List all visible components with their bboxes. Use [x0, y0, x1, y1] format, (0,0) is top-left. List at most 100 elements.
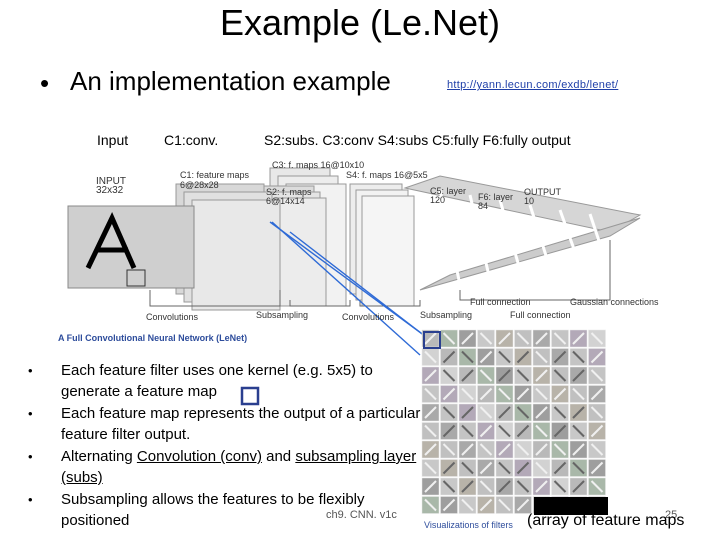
filter-cell-pattern — [442, 424, 456, 438]
filter-cell-pattern — [572, 406, 585, 419]
filter-cell-pattern — [442, 406, 456, 419]
filter-cell-pattern — [479, 387, 493, 401]
filter-cell-pattern — [442, 369, 456, 382]
filter-cell-pattern — [479, 332, 493, 345]
s4-stack — [349, 183, 415, 307]
c1-stack — [175, 183, 281, 311]
slide-footer: ch9. CNN. v1c — [326, 509, 397, 521]
s2-map-size: 6@14x14 — [266, 196, 305, 206]
filter-cell-pattern — [442, 387, 456, 401]
filter-cell-pattern — [424, 369, 437, 382]
filter-cell-pattern — [553, 424, 567, 438]
filter-cell-pattern — [442, 443, 456, 456]
filter-cell-pattern — [424, 461, 437, 475]
filter-cell-pattern — [535, 350, 548, 364]
op-convolutions-2: Convolutions — [342, 312, 395, 322]
bullet-item-4: •Subsampling allows the features to be f… — [28, 489, 428, 533]
filter-cell-pattern — [424, 480, 437, 493]
filter-cell-pattern — [461, 443, 474, 456]
c1-map-label: C1: feature maps — [180, 170, 250, 180]
filter-cell-pattern — [424, 406, 437, 419]
filters-caption: Visualizations of filters — [424, 520, 513, 530]
filter-cell-pattern — [553, 461, 567, 475]
s2-map-label: S2: f. maps — [266, 187, 312, 197]
bullet-segment: and — [261, 448, 296, 465]
op-full-connection-1: Full connection — [470, 297, 531, 307]
lenet-caption: A Full Convolutional Neural Network (LeN… — [58, 333, 248, 343]
filter-cell-pattern — [498, 461, 511, 475]
filter-cell-pattern — [516, 461, 530, 475]
filter-cell-pattern — [516, 369, 530, 382]
input-map-label: INPUT — [96, 176, 126, 187]
c5-map-size: 120 — [430, 195, 445, 205]
bullet-item-2: •Each feature map represents the output … — [28, 405, 421, 443]
filter-cell-pattern — [498, 498, 511, 512]
filter-cell-pattern — [424, 387, 437, 401]
f6-map-label: F6: layer — [478, 192, 513, 202]
filter-cell-pattern — [553, 350, 567, 364]
input-map-size: 32x32 — [96, 185, 124, 196]
filter-cell-pattern — [442, 480, 456, 493]
page-number: 25 — [665, 509, 678, 521]
bullet-segment: Each feature filter uses one kernel (e.g… — [61, 362, 373, 400]
bullet-segment: Each feature map represents the output o… — [61, 405, 421, 443]
op-full-connection-2: Full connection — [510, 310, 571, 320]
layer-label-input: Input — [97, 132, 129, 148]
filter-cell-pattern — [442, 498, 456, 512]
filter-cell-pattern — [498, 424, 511, 438]
filter-cell-pattern — [461, 350, 474, 364]
filter-cell-pattern — [590, 461, 604, 475]
filter-cell-pattern — [424, 443, 437, 456]
filter-cell-pattern — [590, 369, 604, 382]
filter-cell-pattern — [479, 443, 493, 456]
filter-cell-pattern — [479, 480, 493, 493]
filter-cell-pattern — [535, 443, 548, 456]
filter-cell-pattern — [461, 332, 474, 345]
bullet-text-1: Each feature filter uses one kernel (e.g… — [61, 360, 421, 402]
filter-cell-pattern — [498, 387, 511, 401]
filter-cell-pattern — [479, 350, 493, 364]
filter-cell-pattern — [535, 461, 548, 475]
filter-cell-pattern — [498, 480, 511, 493]
filter-cell-pattern — [572, 424, 585, 438]
filter-cell-pattern — [516, 480, 530, 493]
filter-cell-pattern — [553, 332, 567, 345]
filter-cell-pattern — [424, 350, 437, 364]
filter-cell-pattern — [535, 406, 548, 419]
bullet-segment: Alternating — [61, 448, 137, 465]
c1-map-size: 6@28x28 — [180, 180, 219, 190]
filter-cell-pattern — [516, 443, 530, 456]
filter-cell-pattern — [479, 424, 493, 438]
filter-visualization-grid — [421, 329, 606, 514]
filter-cell-pattern — [572, 350, 585, 364]
op-convolutions-1: Convolutions — [146, 312, 199, 322]
filter-cell-pattern — [461, 406, 474, 419]
filter-cell-pattern — [461, 480, 474, 493]
filter-cell-pattern — [479, 461, 493, 475]
filter-cell-pattern — [442, 461, 456, 475]
filter-cell-pattern — [516, 387, 530, 401]
filter-cell-pattern — [535, 387, 548, 401]
filter-cell-pattern — [498, 369, 511, 382]
filter-cell-pattern — [461, 424, 474, 438]
filter-cell-pattern — [572, 387, 585, 401]
s4-map-label: S4: f. maps 16@5x5 — [346, 170, 428, 180]
filter-cell-pattern — [572, 369, 585, 382]
filter-cell-pattern — [572, 461, 585, 475]
filter-highlight-box — [423, 331, 441, 349]
filter-cell-pattern — [553, 480, 567, 493]
filter-cell-pattern — [424, 424, 437, 438]
op-brackets — [149, 240, 611, 307]
filter-grid-black-strip — [534, 497, 608, 515]
filter-cell-pattern — [498, 443, 511, 456]
array-of-feature-maps-label: (array of feature maps — [527, 512, 685, 529]
filter-cell-pattern — [442, 332, 456, 345]
filter-cell-pattern — [590, 406, 604, 419]
filter-cell-pattern — [479, 498, 493, 512]
filter-cell-pattern — [479, 369, 493, 382]
lenet-link[interactable]: http://yann.lecun.com/exdb/lenet/ — [447, 79, 619, 91]
layer-label-c1: C1:conv. — [164, 132, 219, 148]
filter-cell-pattern — [572, 480, 585, 493]
filter-cell-pattern — [572, 443, 585, 456]
